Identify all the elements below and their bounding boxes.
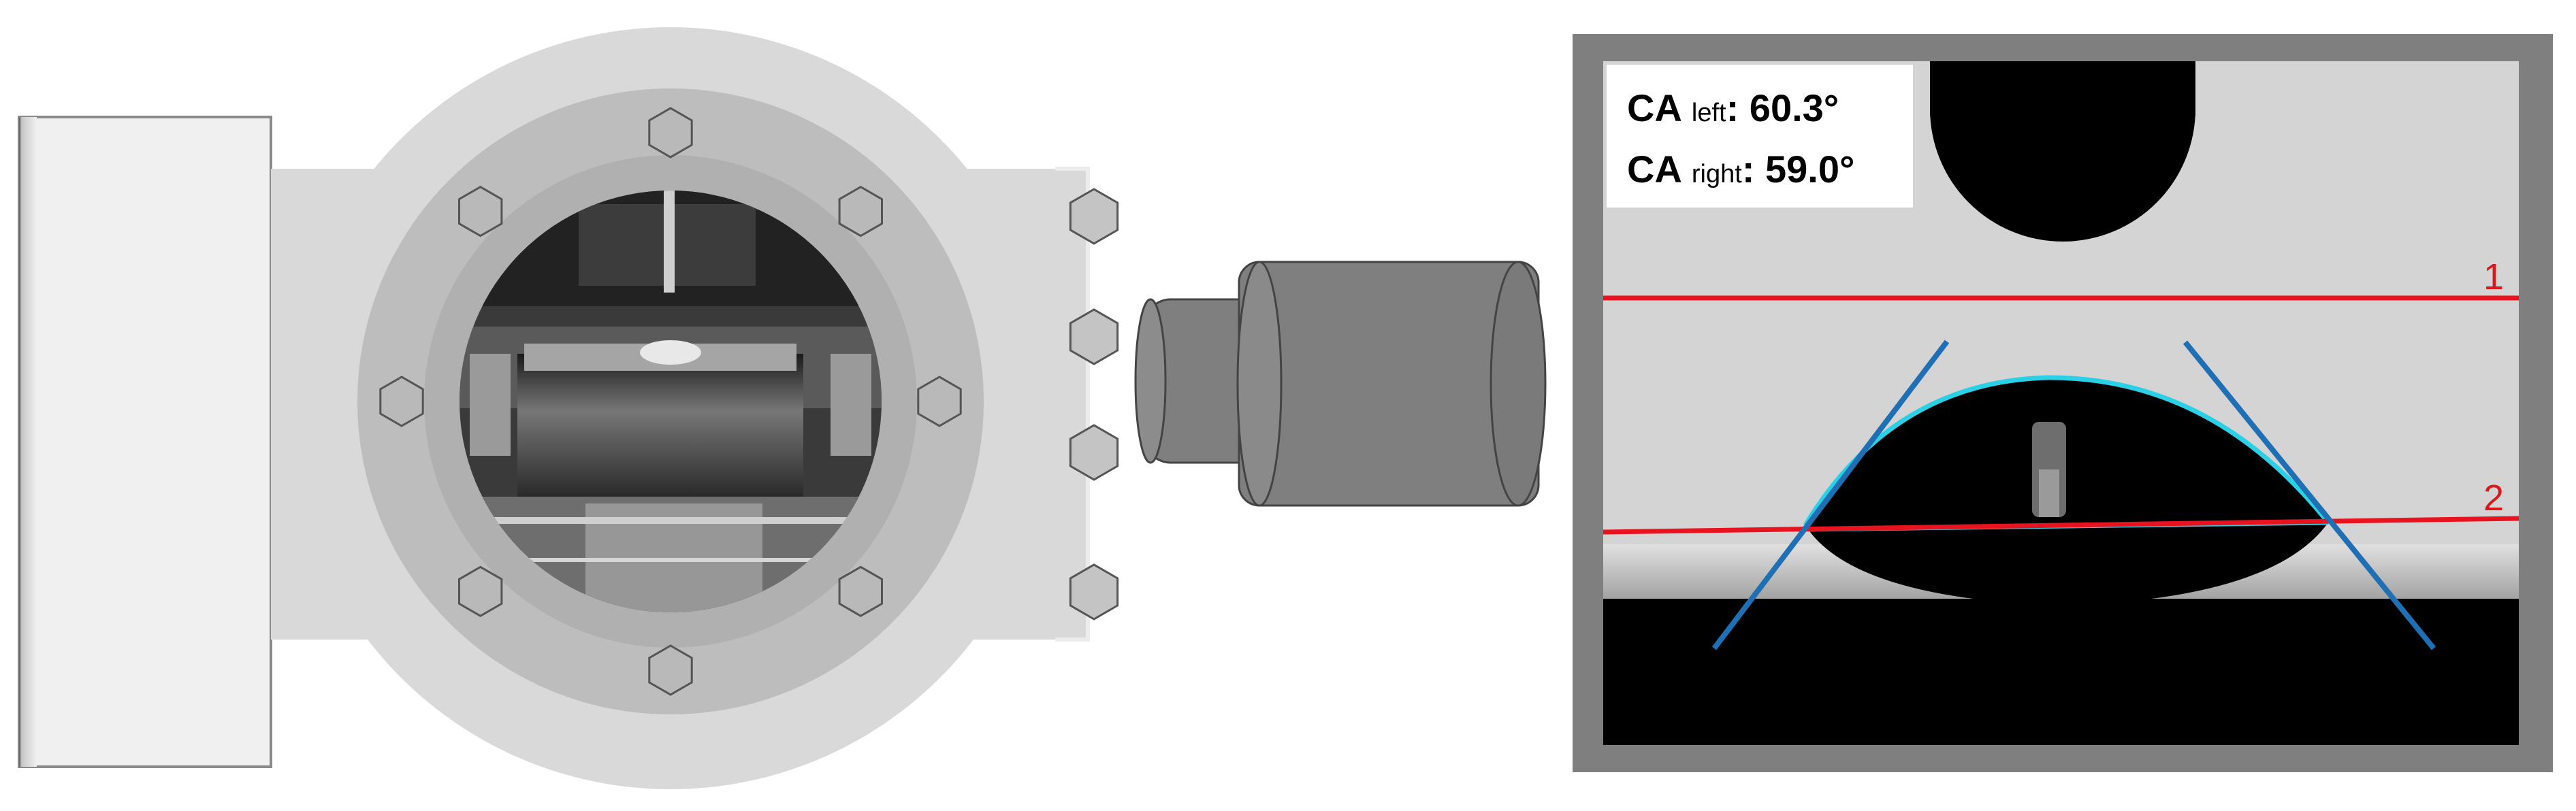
ca-left-value: : 60.3°: [1726, 86, 1839, 129]
hexagon-bolt-icon: [458, 565, 503, 618]
hexagon-bolt-icon: [1069, 308, 1119, 365]
ca-left-prefix: CA: [1627, 86, 1682, 129]
chamber-side-door: [18, 116, 272, 768]
reference-line-2: [1603, 516, 2519, 535]
ca-left-readout: CA left: 60.3°: [1627, 86, 1839, 129]
hexagon-bolt-icon: [838, 185, 883, 237]
tangent-line-right: [2183, 340, 2436, 650]
ca-right-prefix: CA: [1627, 148, 1682, 191]
tangent-line-left: [1711, 340, 1950, 650]
hexagon-bolt-icon: [458, 185, 503, 237]
flange-bolts: [379, 107, 962, 696]
line-label-2: 2: [2483, 478, 2504, 518]
camera-lens-icon: [1134, 261, 1547, 507]
sessile-droplet: [1805, 378, 2328, 606]
hexagon-bolt-icon: [917, 376, 962, 427]
hexagon-bolt-icon: [1069, 563, 1119, 620]
housing-side-bolts: [1069, 188, 1119, 620]
line-label-1: 1: [2483, 256, 2504, 297]
hexagon-bolt-icon: [648, 107, 693, 159]
viewport-window: [460, 191, 882, 612]
hexagon-bolt-icon: [1069, 188, 1119, 245]
contact-angle-panel: 1 2 CA left: 60.3° CA right: 59.0°: [1573, 34, 2553, 772]
ca-right-readout: CA right: 59.0°: [1627, 148, 1854, 191]
ca-right-value: : 59.0°: [1742, 148, 1855, 191]
ca-left-subscript: left: [1692, 99, 1726, 127]
ca-right-subscript: right: [1692, 160, 1742, 188]
contact-angle-readout: CA left: 60.3° CA right: 59.0°: [1607, 65, 1913, 208]
hexagon-bolt-icon: [1069, 424, 1119, 481]
hexagon-bolt-icon: [379, 376, 424, 427]
hexagon-bolt-icon: [838, 565, 883, 618]
hexagon-bolt-icon: [648, 644, 693, 696]
dispensing-needle: [1930, 61, 2195, 242]
